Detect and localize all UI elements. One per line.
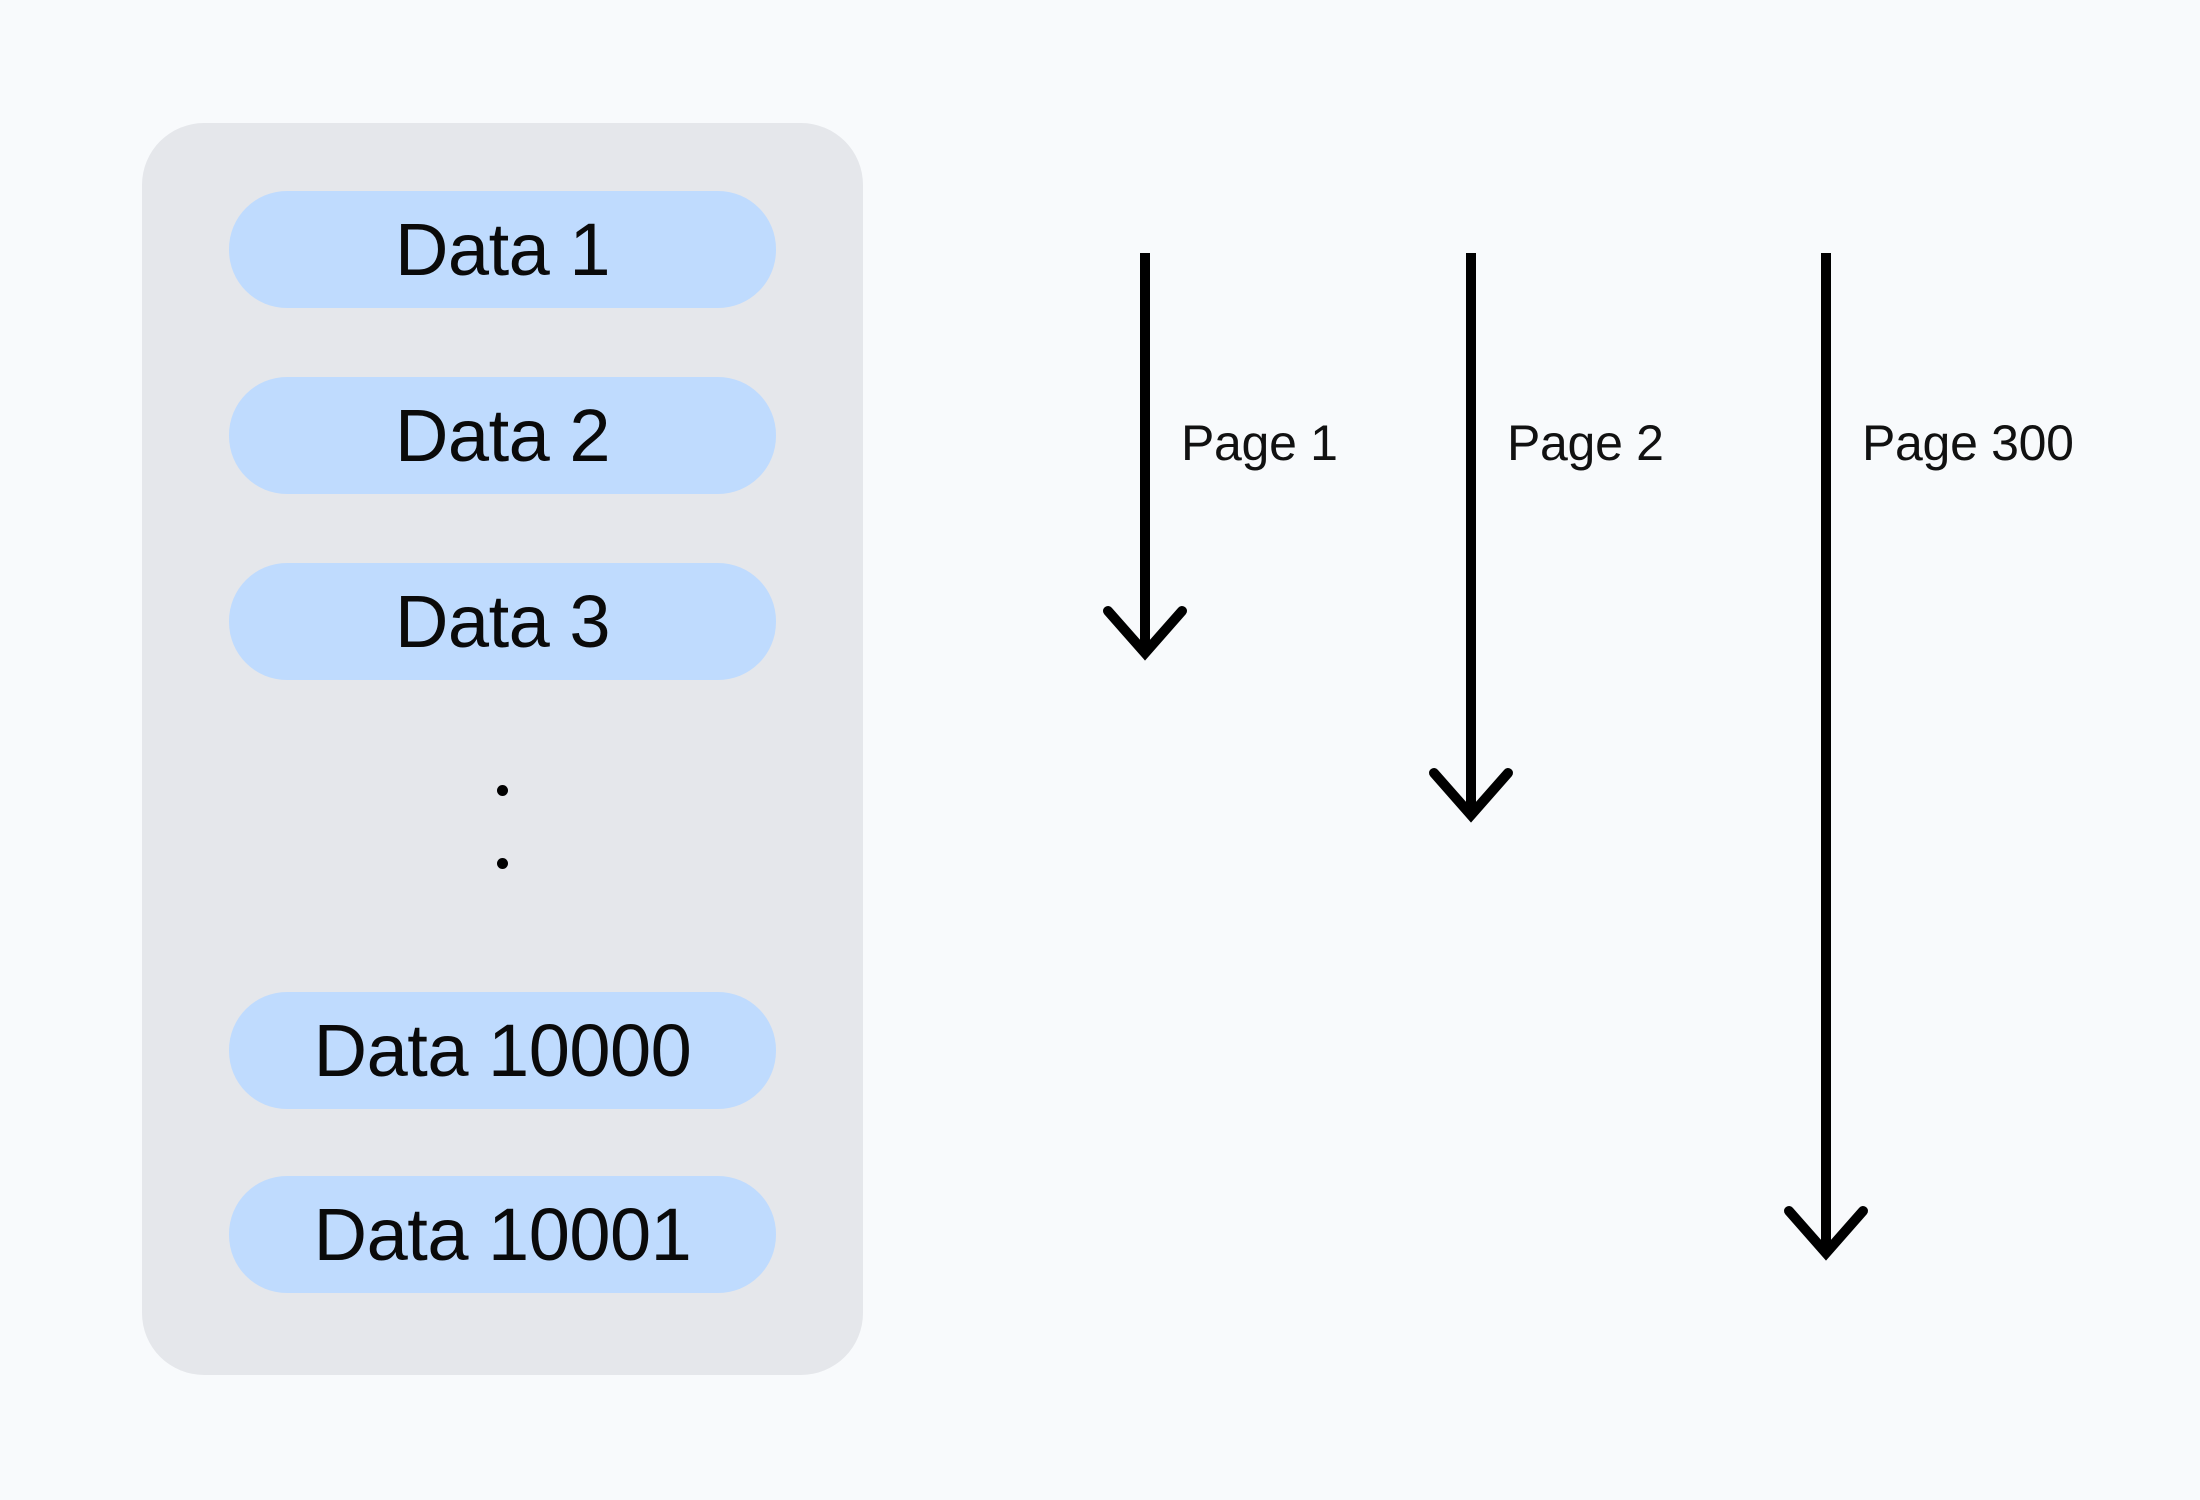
ellipsis-dot [497,785,508,796]
data-pill-label: Data 10000 [313,1008,692,1092]
page-arrow-label: Page 300 [1862,415,2074,471]
data-pill-label: Data 2 [394,393,611,477]
vertical-ellipsis-icon [142,785,863,869]
ellipsis-dot [497,858,508,869]
arrow-head-icon [1784,1206,1868,1261]
data-pill[interactable]: Data 1 [229,191,776,308]
arrow-head-icon [1429,768,1513,823]
arrow-head-icon [1103,606,1187,661]
data-pill-label: Data 1 [394,207,611,291]
data-pill[interactable]: Data 10000 [229,992,776,1109]
data-pill[interactable]: Data 2 [229,377,776,494]
page-arrow-label: Page 1 [1181,415,1338,471]
data-pill[interactable]: Data 3 [229,563,776,680]
data-pill-label: Data 10001 [313,1192,692,1276]
data-pill[interactable]: Data 10001 [229,1176,776,1293]
page-arrow-label: Page 2 [1507,415,1664,471]
data-pill-label: Data 3 [394,579,611,663]
